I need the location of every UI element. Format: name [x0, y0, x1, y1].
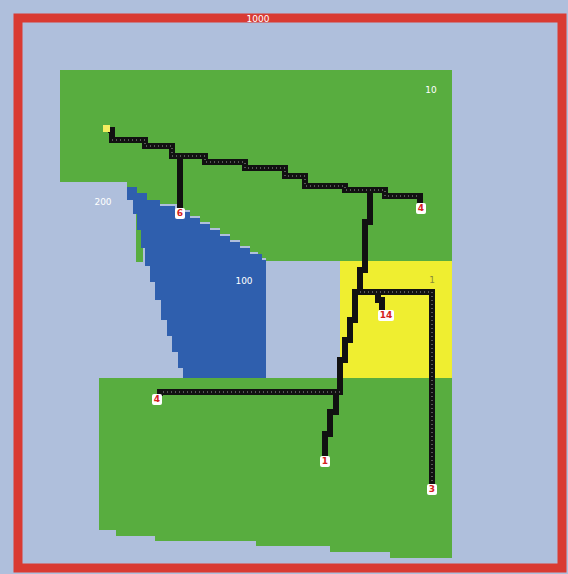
grass-region — [60, 70, 452, 262]
terrain-cost: 10 — [425, 85, 436, 96]
goal-number: 6 — [175, 208, 185, 219]
terrain-cost: 1 — [429, 275, 435, 286]
goal-number: 14 — [378, 310, 395, 321]
goal-number: 3 — [427, 484, 437, 495]
terrain-cost: 200 — [94, 197, 111, 208]
grass-region — [99, 378, 452, 558]
boundary-wall — [18, 18, 562, 568]
wall-cost: 1000 — [247, 14, 270, 25]
path-cells — [108, 130, 432, 484]
terrain-cost: 100 — [235, 276, 252, 287]
goal-number: 1 — [320, 456, 330, 467]
goal-number: 4 — [152, 394, 162, 405]
path-cell-marks — [112, 140, 432, 484]
water-region — [127, 187, 266, 378]
start-marker — [103, 125, 110, 132]
goal-number: 4 — [416, 203, 426, 214]
